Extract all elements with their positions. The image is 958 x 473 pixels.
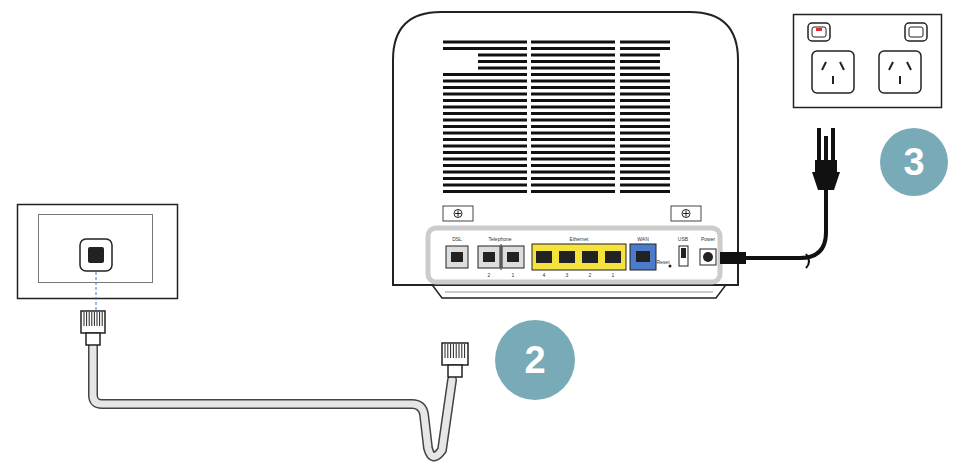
port-label: 1 [612, 273, 615, 278]
port-label: 2 [589, 273, 592, 278]
port-label: Reset [656, 260, 669, 265]
port-label: Ethernet [570, 237, 589, 242]
callout-circle: 2 [495, 320, 575, 400]
port-label: 2 [488, 273, 491, 278]
callout-circle: 3 [880, 128, 948, 196]
callout-number: 2 [524, 341, 545, 379]
port-label: 3 [566, 273, 569, 278]
port-label: 4 [543, 273, 546, 278]
port-label: 1 [512, 273, 515, 278]
port-label: Telephone [488, 237, 511, 242]
callout-number: 3 [903, 143, 924, 181]
port-label: USB [678, 237, 688, 242]
port-label: DSL [452, 237, 462, 242]
port-label: Power [701, 237, 715, 242]
port-label: WAN [637, 237, 648, 242]
